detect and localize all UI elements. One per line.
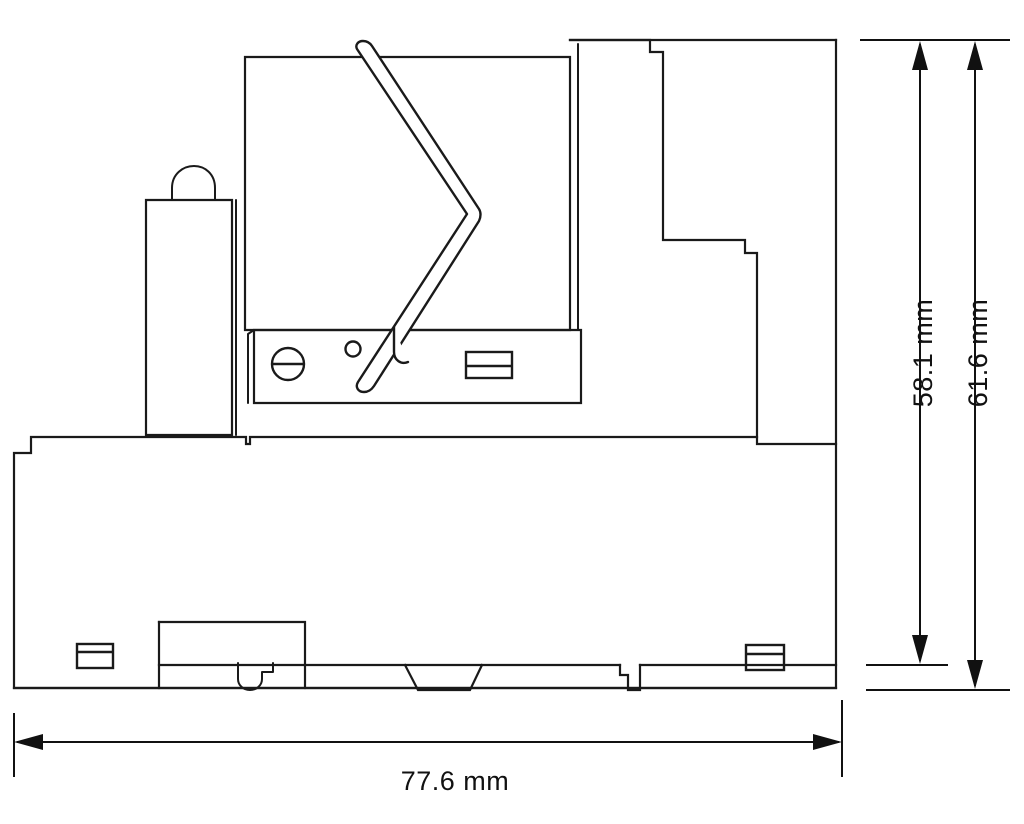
dimension-58-1-mm: 58.1 mm xyxy=(908,41,938,664)
din-rail-clip xyxy=(157,620,307,691)
dimension-label-58-1: 58.1 mm xyxy=(908,299,938,408)
dimension-label-77-6: 77.6 mm xyxy=(401,766,510,796)
arrow-head-up xyxy=(912,41,928,70)
led-module xyxy=(144,165,237,437)
arrow-head-right xyxy=(813,734,842,750)
socket-base xyxy=(12,435,838,690)
test-lever xyxy=(355,39,482,394)
bottom-step-feature xyxy=(618,663,642,692)
bottom-notch xyxy=(403,663,484,692)
dimension-label-61-6: 61.6 mm xyxy=(963,299,993,408)
arrow-head-down xyxy=(912,635,928,664)
dimension-61-6-mm: 61.6 mm xyxy=(963,41,993,689)
extension-lines-width xyxy=(13,700,843,777)
indicator-window xyxy=(464,350,514,380)
stepped-profile xyxy=(568,38,838,446)
arrow-head-down xyxy=(967,660,983,689)
terminal-marker-right xyxy=(744,643,786,672)
pin-hole-icon xyxy=(344,340,362,358)
relay-base-band xyxy=(247,328,583,405)
terminal-marker-left xyxy=(75,642,115,670)
dimension-77-6-mm: 77.6 mm xyxy=(14,734,842,796)
arrow-head-left xyxy=(14,734,43,750)
slotted-screw xyxy=(270,346,306,382)
arrow-head-up xyxy=(967,41,983,70)
